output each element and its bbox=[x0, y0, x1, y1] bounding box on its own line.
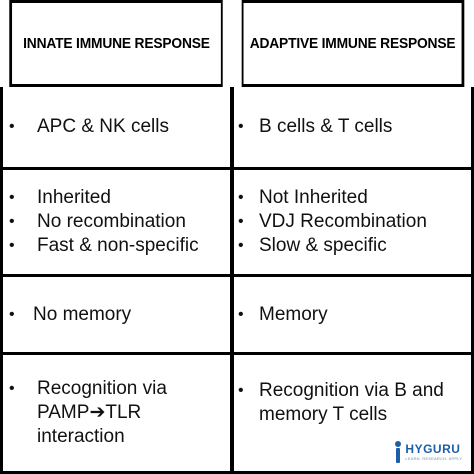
list-item: • No memory bbox=[3, 303, 230, 327]
list-item-text: No memory bbox=[33, 303, 132, 325]
list-item-text: Recognition via B and bbox=[259, 380, 444, 401]
pamp-text: PAMP bbox=[37, 402, 90, 423]
bullet: • bbox=[9, 305, 15, 323]
bullet: • bbox=[9, 118, 15, 135]
row4-adaptive-list: • Recognition via B and bbox=[234, 379, 471, 403]
header-innate: INNATE IMMUNE RESPONSE bbox=[9, 0, 223, 87]
bullet: • bbox=[9, 237, 15, 254]
list-item: • Recognition via B and bbox=[234, 379, 471, 403]
row1-innate-list: • APC & NK cells bbox=[3, 115, 230, 139]
row2-innate: • Inherited • No recombination • Fast & non… bbox=[0, 170, 232, 277]
list-item: • APC & NK cells bbox=[3, 115, 230, 139]
list-item: • Inherited bbox=[3, 186, 230, 210]
row4-adaptive-cont: memory T cells bbox=[234, 403, 471, 427]
row4-innate-cont2: interaction bbox=[3, 425, 230, 449]
list-item: • Fast & non-specific bbox=[3, 234, 230, 258]
bullet: • bbox=[9, 380, 15, 397]
row4-adaptive: • Recognition via B and memory T cells HY… bbox=[232, 355, 474, 474]
row4-innate: • Recognition via PAMP➔TLR interaction bbox=[0, 355, 232, 474]
list-item-text-cont: memory T cells bbox=[259, 404, 388, 425]
logo-name: HYGURU bbox=[405, 442, 461, 456]
header-adaptive: ADAPTIVE IMMUNE RESPONSE bbox=[241, 0, 465, 87]
list-item: • Recognition via bbox=[3, 377, 230, 401]
list-item-text: APC & NK cells bbox=[37, 116, 169, 137]
list-item: • Not Inherited bbox=[234, 186, 471, 210]
bullet: • bbox=[9, 213, 15, 230]
row3-adaptive-list: • Memory bbox=[234, 303, 471, 327]
row4-innate-cont: PAMP➔TLR bbox=[3, 401, 230, 425]
list-item-text: Not Inherited bbox=[259, 187, 368, 208]
row4-adaptive-block: • Recognition via B and memory T cells bbox=[234, 379, 471, 427]
row4-innate-block: • Recognition via PAMP➔TLR interaction bbox=[3, 377, 230, 449]
bullet: • bbox=[238, 305, 244, 323]
list-item-text: Recognition via bbox=[37, 378, 167, 399]
list-item-text: B cells & T cells bbox=[259, 116, 393, 137]
list-item-text: VDJ Recombination bbox=[259, 211, 427, 232]
row2-adaptive-list: • Not Inherited • VDJ Recombination • Slow … bbox=[234, 186, 471, 258]
list-item: • No recombination bbox=[3, 210, 230, 234]
list-item-text: Slow & specific bbox=[259, 235, 387, 256]
list-item: • Slow & specific bbox=[234, 234, 471, 258]
list-item: • VDJ Recombination bbox=[234, 210, 471, 234]
arrow-icon: ➔ bbox=[89, 402, 106, 423]
row1-adaptive-list: • B cells & T cells bbox=[234, 115, 471, 139]
row2-adaptive: • Not Inherited • VDJ Recombination • Slow … bbox=[232, 170, 474, 277]
list-item: • Memory bbox=[234, 303, 471, 327]
bullet: • bbox=[238, 382, 244, 399]
bullet: • bbox=[238, 213, 244, 230]
list-item-text: No recombination bbox=[37, 211, 186, 232]
list-item-text: Inherited bbox=[37, 187, 111, 208]
bullet: • bbox=[9, 189, 15, 206]
person-icon bbox=[393, 441, 403, 463]
list-item: • B cells & T cells bbox=[234, 115, 471, 139]
row2-innate-list: • Inherited • No recombination • Fast & non… bbox=[3, 186, 230, 258]
hyguru-logo: HYGURU LEARN. RESEARCH. APPLY. bbox=[393, 441, 463, 463]
row3-adaptive: • Memory bbox=[232, 277, 474, 355]
row1-innate: • APC & NK cells bbox=[0, 87, 232, 170]
row3-innate: • No memory bbox=[0, 277, 232, 355]
row4-innate-list: • Recognition via bbox=[3, 377, 230, 401]
bullet: • bbox=[238, 237, 244, 254]
bullet: • bbox=[238, 189, 244, 206]
row3-innate-list: • No memory bbox=[3, 303, 230, 327]
header-adaptive-text: ADAPTIVE IMMUNE RESPONSE bbox=[249, 35, 456, 52]
interaction-text: interaction bbox=[37, 426, 125, 447]
logo-tagline: LEARN. RESEARCH. APPLY. bbox=[405, 456, 463, 461]
row1-adaptive: • B cells & T cells bbox=[232, 87, 474, 170]
header-innate-text: INNATE IMMUNE RESPONSE bbox=[23, 35, 210, 52]
list-item-text: Memory bbox=[259, 303, 328, 325]
list-item-text: Fast & non-specific bbox=[37, 235, 199, 256]
bullet: • bbox=[238, 118, 244, 135]
tlr-text: TLR bbox=[105, 402, 142, 423]
